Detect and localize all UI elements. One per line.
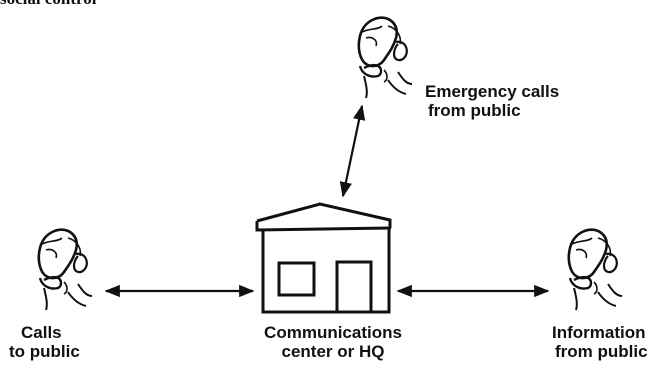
person-information-icon [569,230,622,310]
label-calls-to-public: Calls to public [9,323,80,361]
building-icon [257,204,391,312]
label-communications-center: Communications center or HQ [253,323,413,361]
label-hq-line2: center or HQ [253,342,413,361]
person-calls-icon [39,230,92,310]
label-calls-line2: to public [9,342,80,361]
label-emergency-line1: Emergency calls [425,82,559,101]
label-calls-line1: Calls [9,323,80,342]
label-emergency-line2: from public [425,101,559,120]
label-emergency-calls: Emergency calls from public [425,82,559,120]
label-information-from-public: Information from public [552,323,648,361]
label-information-line1: Information [552,323,648,342]
label-hq-line1: Communications [253,323,413,342]
person-emergency-icon [359,18,412,98]
arrow-emergency-to-hq [343,106,362,196]
label-information-line2: from public [552,342,648,361]
